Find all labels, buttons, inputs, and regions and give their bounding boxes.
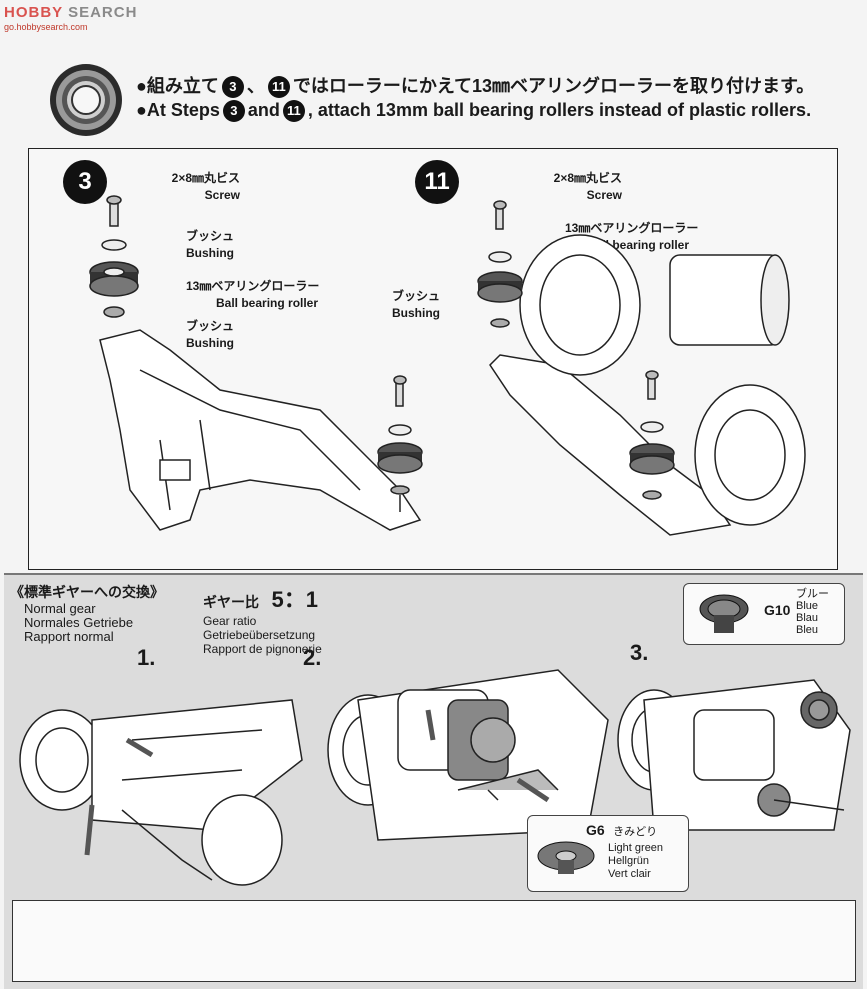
gear-step-1: 1. [137, 645, 156, 670]
g6-colors: Light green Hellgrün Vert clair [608, 842, 664, 880]
gear-ratio-fr: Rapport de pignonerie [203, 642, 322, 656]
gear-ratio-jp: ギヤー比 [203, 594, 259, 610]
gear-title-en: Normal gear [24, 601, 96, 616]
gear-step-3: 3. [630, 640, 649, 665]
gear-title-de: Normales Getriebe [24, 615, 134, 630]
step-ref-11: 11 [282, 100, 305, 123]
gear-g6-icon [537, 841, 595, 874]
gear-step-2: 2. [303, 645, 322, 670]
gear-g10-icon [699, 594, 749, 633]
gear-step3-drawing [617, 679, 851, 831]
watermark-url: go.hobbysearch.com [4, 22, 88, 32]
gear-step1-drawing [19, 699, 303, 886]
g6-jp: きみどり [613, 826, 658, 838]
step11-drawing [477, 200, 806, 536]
gear-ratio-value: 5：1 [271, 587, 318, 612]
step-11-badge: 11 [415, 160, 459, 204]
step-ref-3: 3 [222, 100, 245, 123]
note-box [12, 900, 856, 982]
g6-code: G6 [586, 822, 605, 838]
gear-ratio-en: Gear ratio [203, 614, 257, 628]
g10-colors: ブルー Blue Blau Bleu [796, 588, 829, 636]
ball-bearing-icon [50, 64, 122, 136]
g6-callout: G6 きみどり Light green Hellgrün Vert clair [527, 815, 689, 892]
gear-title-fr: Rapport normal [24, 629, 114, 644]
gear-ratio-de: Getriebeübersetzung [203, 628, 316, 642]
gear-title-block: 《標準ギヤーへの交換》 Normal gear Normales Getrieb… [10, 582, 164, 644]
g10-callout: G10 ブルー Blue Blau Bleu [683, 583, 845, 645]
watermark-brand: HOBBY [4, 4, 63, 21]
step-ref-11: 11 [267, 76, 290, 99]
step-3-badge: 3 [63, 160, 107, 204]
gear-ratio-block: ギヤー比 5：1 Gear ratio Getriebeübersetzung … [203, 582, 322, 656]
step-ref-3: 3 [221, 76, 244, 99]
watermark-logo: HOBBY SEARCH [4, 4, 137, 21]
gear-step2-drawing [327, 669, 609, 841]
step3-drawing [89, 195, 423, 531]
g6-header: G6 きみどり [586, 822, 657, 840]
gear-title-jp: 《標準ギヤーへの交換》 [10, 584, 164, 600]
watermark-brand-suffix: SEARCH [68, 4, 138, 21]
g10-code: G10 [764, 602, 791, 618]
